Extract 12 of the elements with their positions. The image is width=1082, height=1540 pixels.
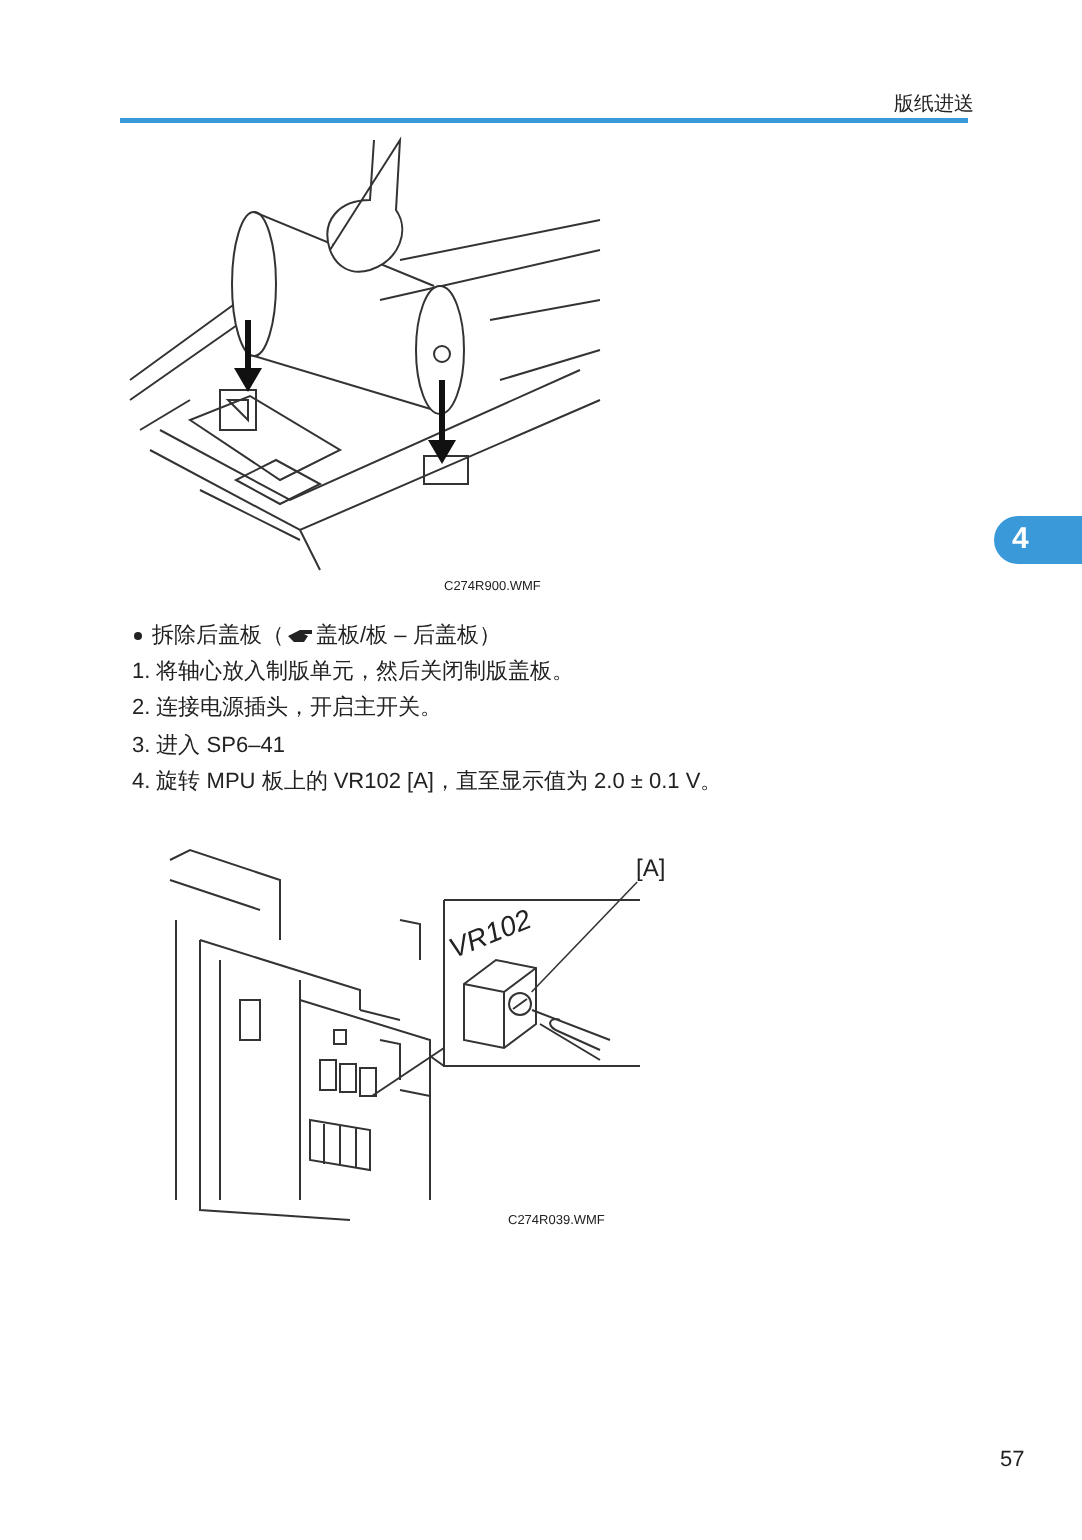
bullet-text: 拆除后盖板（ bbox=[152, 624, 284, 648]
page-number: 57 bbox=[1000, 1448, 1025, 1472]
callout-label: [A] bbox=[636, 854, 666, 882]
leader-line bbox=[530, 881, 638, 993]
header-title: 版纸进送 bbox=[894, 91, 974, 118]
step-text: 4. 旋转 MPU 板上的 VR102 [A]，直至显示值为 2.0 ± 0.1 V。 bbox=[132, 767, 723, 796]
bullet-text: 盖板/板 – 后盖板） bbox=[316, 624, 501, 648]
step-text: 1. 将轴心放入制版单元，然后关闭制版盖板。 bbox=[132, 657, 575, 686]
part-label: VR102 bbox=[444, 902, 536, 964]
step-text: 2. 连接电源插头，开启主开关。 bbox=[132, 693, 443, 723]
chapter-tab: 4 bbox=[994, 516, 1082, 564]
step-text: 3. 进入 SP6–41 bbox=[132, 731, 285, 760]
